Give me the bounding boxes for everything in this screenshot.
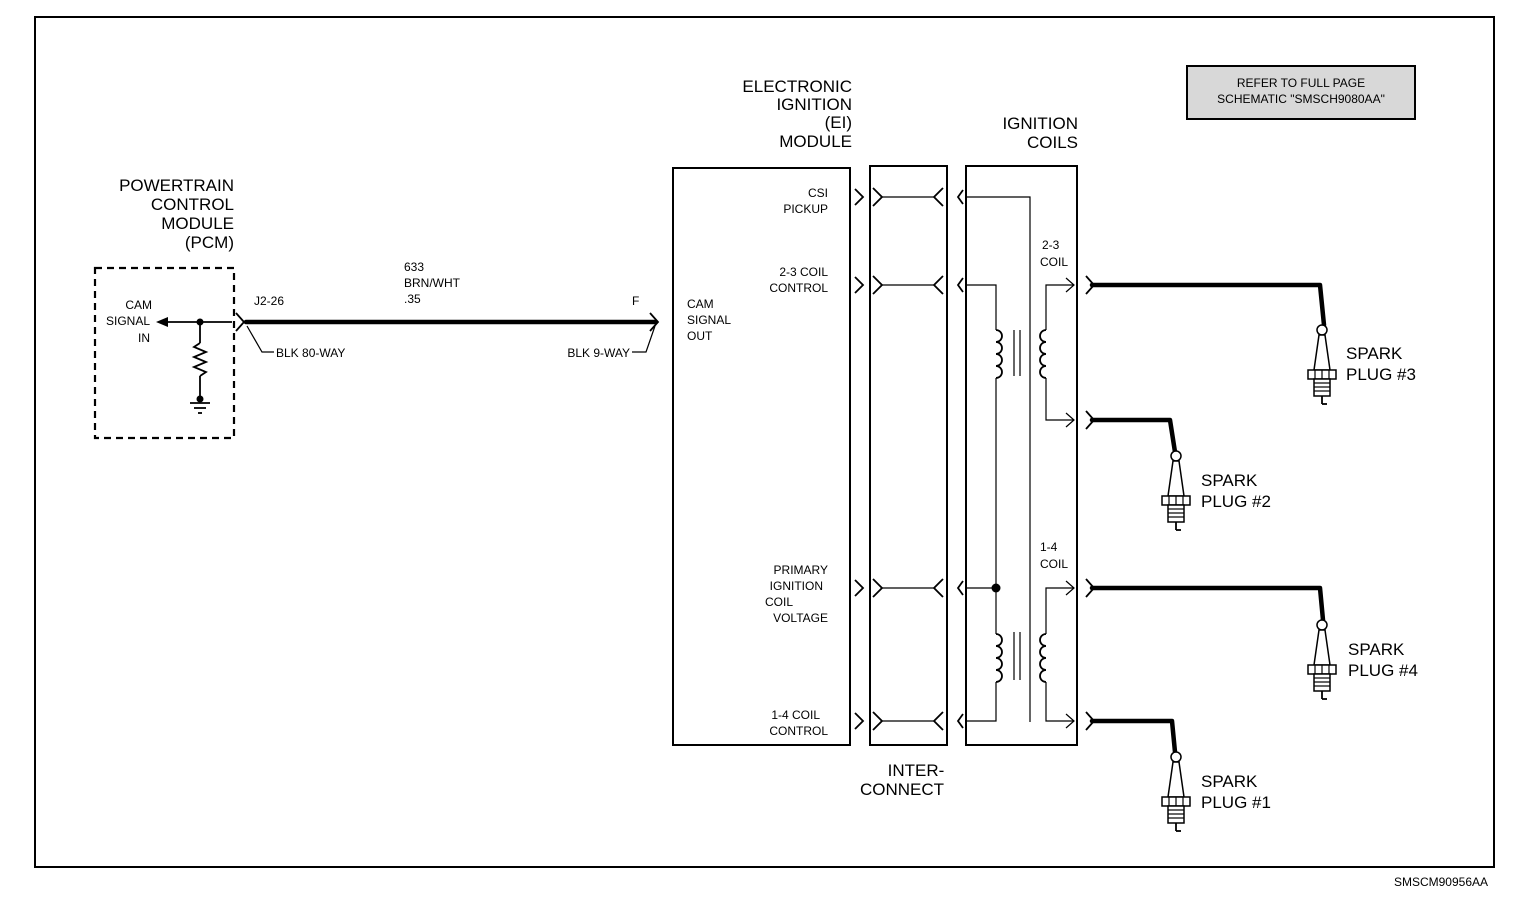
reference-note: REFER TO FULL PAGE SCHEMATIC "SMSCH9080A… <box>1186 65 1416 120</box>
reference-note-line1: REFER TO FULL PAGE <box>1237 76 1365 90</box>
spark-plug-wire-4 <box>1089 585 1326 623</box>
spark-plug-1-icon <box>1161 751 1191 832</box>
interconnect-title-line1: INTER- <box>888 761 945 780</box>
pcm-input-circuit <box>156 317 232 414</box>
ignition-coils-title-line2: COILS <box>1027 133 1078 152</box>
ground-icon <box>190 402 210 414</box>
ei-terminal-primary-line1: PRIMARY <box>774 563 828 577</box>
spark-plug-4-label: SPARK PLUG #4 <box>1348 640 1418 680</box>
spark-plug-3-label: SPARK PLUG #3 <box>1346 344 1416 384</box>
ei-terminal-coil23: 2-3 COIL CONTROL <box>769 265 828 295</box>
spark-plug-4-line1: SPARK <box>1348 640 1405 659</box>
ei-terminal-coil14-line2: CONTROL <box>769 724 828 738</box>
ei-terminal-coil14-line1: 1-4 COIL <box>771 708 820 722</box>
ignition-coils-title: IGNITION COILS <box>1002 114 1078 152</box>
interconnect-paths <box>854 187 964 731</box>
ei-output-label: CAM SIGNAL OUT <box>687 297 731 343</box>
wire-color: BRN/WHT <box>404 276 461 290</box>
spark-plug-wire-1 <box>1089 718 1178 755</box>
spark-plug-3-line1: SPARK <box>1346 344 1403 363</box>
spark-plug-4-line2: PLUG #4 <box>1348 661 1418 680</box>
ei-title-line3: (EI) <box>825 113 852 132</box>
ignition-coils-title-line1: IGNITION <box>1002 114 1078 133</box>
ei-module-title: ELECTRONIC IGNITION (EI) MODULE <box>742 77 852 151</box>
pcm-title-line1: POWERTRAIN <box>119 176 234 195</box>
spark-plug-3-line2: PLUG #3 <box>1346 365 1416 384</box>
coil-output-connectors <box>1085 275 1096 731</box>
spark-plug-1-label: SPARK PLUG #1 <box>1201 772 1271 812</box>
pcm-box <box>93 266 236 440</box>
ei-title-line1: ELECTRONIC <box>742 77 852 96</box>
ei-connector-chevron <box>649 312 660 332</box>
ei-output-line1: CAM <box>687 297 714 311</box>
ei-terminal-csi-line1: CSI <box>808 186 828 200</box>
pcm-title-line3: MODULE <box>161 214 234 233</box>
diagram-frame <box>34 16 1495 868</box>
figure-id: SMSCM90956AA <box>1394 875 1488 889</box>
coil-14-label-line1: 1-4 <box>1040 540 1058 554</box>
pcm-title-line2: CONTROL <box>151 195 234 214</box>
interconnect-title: INTER- CONNECT <box>860 761 944 799</box>
ei-output-line3: OUT <box>687 329 713 343</box>
coil-23-label: 2-3 COIL <box>1040 238 1068 269</box>
ei-terminal-csi-line2: PICKUP <box>783 202 828 216</box>
spark-plug-2-line2: PLUG #2 <box>1201 492 1271 511</box>
ignition-coils-internal-wiring <box>966 196 1075 729</box>
pcm-pin-label: J2-26 <box>254 294 284 308</box>
pcm-input-label: CAM SIGNAL IN <box>106 298 152 345</box>
pcm-input-label-line2: SIGNAL <box>106 314 150 328</box>
ei-pin-label: F <box>632 294 639 308</box>
pcm-title: POWERTRAIN CONTROL MODULE (PCM) <box>119 176 234 252</box>
resistor-icon <box>191 342 209 377</box>
spark-plug-1-line2: PLUG #1 <box>1201 793 1271 812</box>
spark-plug-2-line1: SPARK <box>1201 471 1258 490</box>
ei-output-line2: SIGNAL <box>687 313 731 327</box>
ei-terminal-coil23-line1: 2-3 COIL <box>779 265 828 279</box>
ei-terminal-primary-line4: VOLTAGE <box>773 611 828 625</box>
spark-plug-2-label: SPARK PLUG #2 <box>1201 471 1271 511</box>
coil-14-label-line2: COIL <box>1040 557 1068 571</box>
ei-terminal-csi: CSI PICKUP <box>783 186 828 216</box>
ei-terminal-primary-line3: COIL <box>765 595 793 609</box>
ei-connector-label: BLK 9-WAY <box>567 346 630 360</box>
spark-plug-1-line1: SPARK <box>1201 772 1258 791</box>
ei-connector-leader <box>632 325 656 353</box>
wire-label: 633 BRN/WHT .35 <box>404 260 461 306</box>
pcm-input-label-line1: CAM <box>125 298 152 312</box>
coil-23-label-line1: 2-3 <box>1042 238 1060 252</box>
wire-gauge: .35 <box>404 292 421 306</box>
ei-title-line4: MODULE <box>779 132 852 151</box>
interconnect-box <box>869 165 948 746</box>
pcm-connector-leader <box>246 325 274 353</box>
ei-terminal-primary: PRIMARY IGNITION COIL VOLTAGE <box>765 563 828 625</box>
interconnect-title-line2: CONNECT <box>860 780 944 799</box>
coil-14-label: 1-4 COIL <box>1040 540 1068 571</box>
coil-23-label-line2: COIL <box>1040 255 1068 269</box>
pcm-title-line4: (PCM) <box>185 233 234 252</box>
reference-note-line2: SCHEMATIC "SMSCH9080AA" <box>1217 92 1385 106</box>
ignition-coils-box <box>965 165 1078 746</box>
signal-arrow-icon <box>156 317 168 327</box>
spark-plug-wire-2 <box>1089 417 1178 455</box>
pcm-input-label-line3: IN <box>138 331 150 345</box>
ei-title-line2: IGNITION <box>776 95 852 114</box>
spark-plug-4-icon <box>1307 619 1337 700</box>
spark-plug-2-icon <box>1161 450 1191 531</box>
ei-terminal-coil14: 1-4 COIL CONTROL <box>769 708 828 738</box>
spark-plug-3-icon <box>1307 324 1337 405</box>
wire-circuit: 633 <box>404 260 424 274</box>
ei-terminal-primary-line2: IGNITION <box>770 579 823 593</box>
spark-plug-wire-3 <box>1089 282 1327 328</box>
pcm-connector-label: BLK 80-WAY <box>276 346 345 360</box>
pcm-connector-chevron <box>235 312 246 332</box>
ei-terminal-coil23-line2: CONTROL <box>769 281 828 295</box>
ei-module-box <box>672 167 851 746</box>
